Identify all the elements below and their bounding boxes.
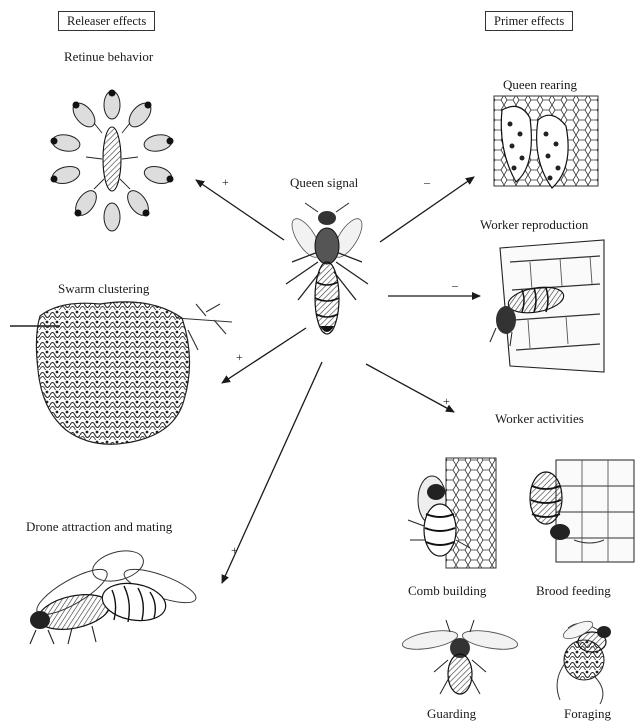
arrow-swarm — [222, 328, 306, 383]
guarding-bee-icon — [401, 620, 519, 694]
foraging-label: Foraging — [564, 706, 611, 722]
brood-feeding-label: Brood feeding — [536, 583, 611, 599]
swarm-sign: + — [236, 351, 243, 363]
primer-effects-header: Primer effects — [485, 11, 573, 31]
swarm-clustering-label: Swarm clustering — [58, 281, 149, 297]
worker-activities-label: Worker activities — [495, 411, 584, 427]
releaser-effects-header: Releaser effects — [58, 11, 155, 31]
drone-sign: + — [231, 544, 238, 556]
brood-feeding-icon — [530, 460, 634, 562]
arrow-worker-activities — [366, 364, 454, 412]
arrow-retinue — [196, 180, 284, 240]
queen-cells-icon — [494, 96, 598, 188]
queen-rearing-label: Queen rearing — [503, 77, 577, 93]
comb-building-icon — [408, 458, 496, 568]
mating-drones-icon — [30, 546, 199, 644]
guarding-label: Guarding — [427, 706, 476, 722]
retinue-behavior-label: Retinue behavior — [64, 49, 153, 65]
comb-building-label: Comb building — [408, 583, 486, 599]
foraging-bee-icon — [557, 618, 611, 704]
worker-reproduction-label: Worker reproduction — [480, 217, 588, 233]
worker-reproduction-sign: – — [452, 279, 458, 291]
swarm-cluster-icon — [10, 302, 232, 444]
queen-bee-icon — [286, 203, 368, 334]
retinue-bees-icon — [50, 90, 173, 232]
worker-activities-sign: + — [443, 395, 450, 407]
retinue-sign: + — [222, 176, 229, 188]
worker-reproduction-icon — [490, 240, 604, 372]
queen-rearing-sign: – — [424, 176, 430, 188]
drone-attraction-label: Drone attraction and mating — [26, 519, 172, 535]
queen-signal-label: Queen signal — [290, 175, 358, 191]
